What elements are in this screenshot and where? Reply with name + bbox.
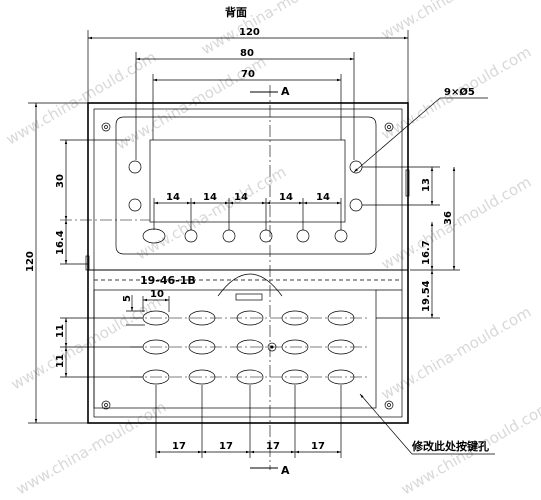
drawing-title: 背面 — [225, 5, 247, 19]
watermark-5: www.china-mould.com — [378, 0, 534, 43]
dim-17-text-4: 17 — [311, 441, 325, 452]
dim-17-row: 17 17 17 17 — [155, 385, 342, 458]
dim-19-54-text: 19.54 — [421, 280, 432, 312]
dim-14-text-1: 14 — [166, 192, 180, 203]
display-glass — [149, 139, 346, 223]
right-notch — [405, 169, 410, 197]
section-label-top: A — [281, 85, 290, 98]
dim-17-text-1: 17 — [172, 441, 186, 452]
dim-overall-width-text: 120 — [239, 27, 260, 38]
latch-slot — [235, 293, 263, 301]
inner-wall — [93, 108, 403, 418]
dim-17-text-2: 17 — [219, 441, 233, 452]
dim-16-4-text: 16.4 — [55, 230, 66, 255]
lower-pocket — [93, 289, 377, 409]
dim-14-row: 14 14 14 14 14 — [153, 192, 342, 230]
dim-30-text: 30 — [55, 174, 66, 188]
dim-16-7-text: 16.7 — [421, 240, 432, 265]
section-label-bottom: A — [281, 464, 290, 477]
dim-13-text: 13 — [421, 178, 432, 192]
watermark-8: www.china-mould.com — [378, 173, 534, 274]
dim-10-text: 10 — [150, 289, 164, 300]
outer-body — [87, 102, 409, 424]
arch-detail — [217, 273, 283, 297]
hole-note-leader — [353, 97, 441, 173]
screw-bottom-left — [101, 400, 111, 410]
dim-overall-height-text: 120 — [25, 251, 36, 272]
left-notch — [85, 255, 90, 271]
keypad-holes — [142, 310, 355, 385]
screw-top-left — [101, 122, 111, 132]
dim-14-text-2: 14 — [203, 192, 217, 203]
watermark-3: www.china-mould.com — [198, 0, 354, 58]
dim-80-text: 80 — [240, 48, 254, 59]
screw-bottom-right — [384, 400, 394, 410]
dim-36-text: 36 — [443, 211, 454, 225]
screw-top-right — [384, 122, 394, 132]
section-marks: A A — [250, 85, 290, 477]
display-window — [115, 116, 377, 255]
dim-14-text-5: 14 — [316, 192, 330, 203]
dim-14-text-3: 14 — [234, 192, 248, 203]
callout-note: 修改此处按键孔 — [411, 439, 489, 453]
part-number: 19-46-1B — [140, 274, 196, 287]
hole-note: 9×Ø5 — [444, 86, 475, 98]
dim-14-text-4: 14 — [279, 192, 293, 203]
dim-11-lower-text: 11 — [55, 354, 66, 368]
corner-screws — [101, 122, 394, 410]
callout-leader — [359, 393, 413, 455]
dim-11-upper-text: 11 — [55, 324, 66, 338]
dim-17-text-3: 17 — [266, 441, 280, 452]
dim-5-text: 5 — [122, 295, 133, 302]
center-lines — [60, 85, 370, 470]
watermark-6: www.china-mould.com — [8, 293, 164, 394]
watermark-9: www.china-mould.com — [13, 398, 169, 499]
dim-70-text: 70 — [241, 69, 255, 80]
